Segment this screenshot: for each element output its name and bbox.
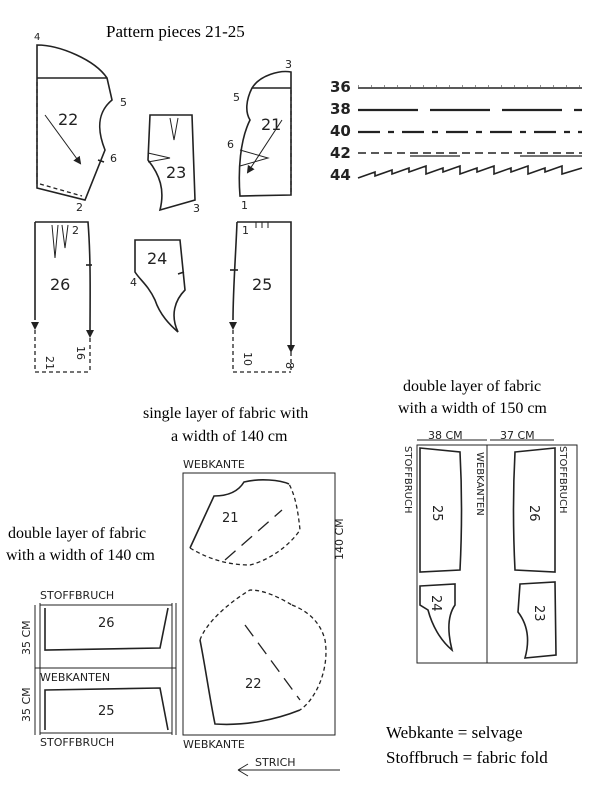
right-layout-left-label: STOFFBRUCH (402, 446, 413, 513)
single-piece-22: 22 (245, 677, 262, 692)
marker-1a: 1 (241, 199, 248, 212)
right-layout-middle-label: WEBKANTEN (474, 452, 485, 516)
size-38-label: 38 (330, 100, 351, 118)
piece-26-label: 26 (50, 275, 70, 294)
size-legend: 36 38 40 42 44 (330, 78, 583, 184)
legend-fabric-fold: Stoffbruch = fabric fold (386, 748, 548, 767)
piece-22: 22 4 5 6 2 (34, 32, 127, 214)
right-piece-25: 25 (429, 505, 444, 522)
marker-21: 21 (43, 356, 56, 370)
marker-2a: 2 (76, 201, 83, 214)
layout-double-150: 38 CM 37 CM STOFFBRUCH WEBKANTEN STOFFBR… (402, 429, 578, 664)
marker-5a: 5 (120, 96, 127, 109)
right-piece-26: 26 (526, 505, 541, 522)
single-piece-21: 21 (222, 511, 239, 526)
single-direction-label: STRICH (255, 756, 296, 769)
marker-8: 8 (283, 362, 296, 369)
left-layout-caption-2: with a width of 140 cm (6, 547, 155, 564)
right-dim-right: 37 CM (500, 429, 535, 442)
marker-6b: 6 (227, 138, 234, 151)
right-dim-left: 38 CM (428, 429, 463, 442)
piece-24: 24 4 (130, 239, 186, 333)
size-44-label: 44 (330, 166, 351, 184)
right-piece-23: 23 (531, 605, 546, 622)
marker-10: 10 (241, 352, 254, 366)
marker-3a: 3 (193, 202, 200, 215)
left-piece-26: 26 (98, 616, 115, 631)
single-layout-caption-2: a width of 140 cm (171, 428, 288, 445)
marker-16: 16 (74, 346, 87, 360)
piece-24-label: 24 (147, 249, 167, 268)
page-title: Pattern pieces 21-25 (106, 22, 245, 41)
marker-5b: 5 (233, 91, 240, 104)
piece-21: 21 3 5 6 1 (227, 58, 292, 212)
layout-single-140: WEBKANTE WEBKANTE 140 CM 21 22 STRICH (182, 458, 346, 777)
legend-selvage: Webkante = selvage (386, 723, 523, 742)
piece-26: 26 2 21 16 (31, 221, 94, 373)
left-layout-caption-1: double layer of fabric (8, 525, 147, 542)
piece-21-label: 21 (261, 115, 281, 134)
piece-22-label: 22 (58, 110, 78, 129)
single-layout-caption-1: single layer of fabric with (143, 405, 309, 422)
marker-4: 4 (34, 32, 40, 43)
left-top-label: STOFFBRUCH (40, 589, 114, 602)
size-40-label: 40 (330, 122, 351, 140)
piece-23-label: 23 (166, 163, 186, 182)
right-layout-caption-2: with a width of 150 cm (398, 400, 547, 417)
piece-23: 23 3 (147, 114, 200, 215)
marker-3b: 3 (285, 58, 292, 71)
left-piece-25: 25 (98, 704, 115, 719)
right-piece-24: 24 (428, 595, 443, 612)
single-bottom-label: WEBKANTE (183, 738, 245, 751)
right-layout-right-label: STOFFBRUCH (557, 446, 568, 513)
marker-1b: 1 (242, 224, 249, 237)
piece-25-label: 25 (252, 275, 272, 294)
size-42-label: 42 (330, 144, 351, 162)
left-dim-top: 35 CM (20, 620, 33, 655)
single-top-label: WEBKANTE (183, 458, 245, 471)
size-36-label: 36 (330, 78, 351, 96)
marker-4b: 4 (130, 276, 137, 289)
right-layout-caption-1: double layer of fabric (403, 378, 542, 395)
marker-6a: 6 (110, 152, 117, 165)
single-side-label: 140 CM (333, 518, 346, 560)
left-bottom-label: STOFFBRUCH (40, 736, 114, 749)
left-middle-label: WEBKANTEN (40, 671, 110, 684)
layout-double-140: STOFFBRUCH WEBKANTEN STOFFBRUCH 35 CM 35… (20, 589, 177, 749)
piece-25: 25 1 10 8 (229, 221, 296, 373)
left-dim-bottom: 35 CM (20, 687, 33, 722)
marker-2b: 2 (72, 224, 79, 237)
